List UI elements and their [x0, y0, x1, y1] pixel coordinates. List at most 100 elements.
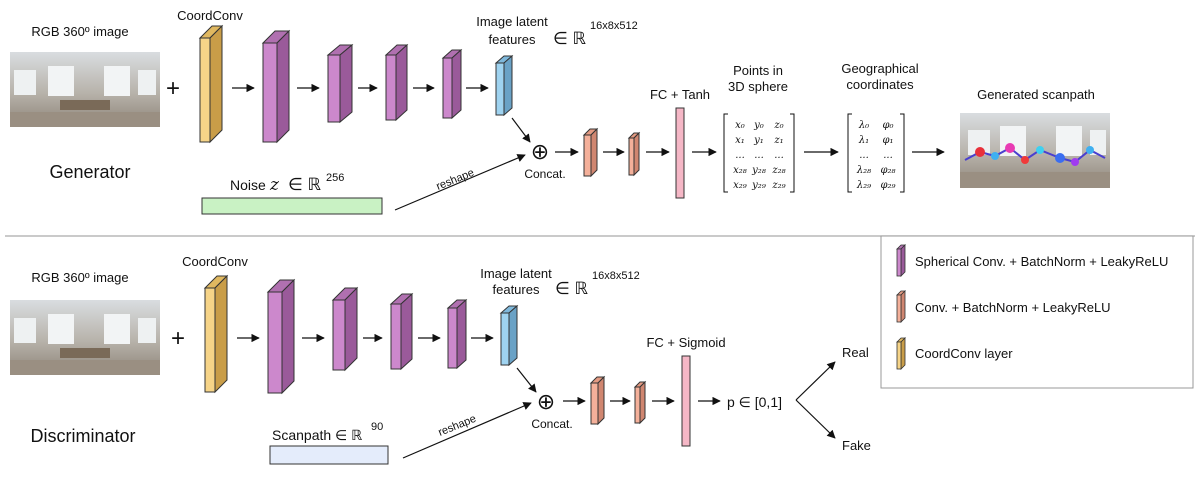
- geo-title-2: coordinates: [846, 77, 914, 92]
- generator-coordconv-label: CoordConv: [177, 8, 243, 23]
- generator-latent-dims: ∈ ℝ: [553, 29, 587, 48]
- gm-l28: λ₂₈: [856, 165, 871, 176]
- pm-x29: x₂₉: [733, 180, 747, 191]
- legend-swatch-coordconv: [896, 341, 902, 370]
- gm-l1: λ₁: [858, 135, 869, 146]
- discriminator-latent-label-2: features: [493, 282, 540, 297]
- discriminator-input-image: [10, 300, 160, 375]
- real-arrow: [795, 361, 836, 401]
- pm-z28: z₂₈: [771, 165, 785, 176]
- generator-latent-to-concat-arrow: [511, 117, 531, 143]
- discriminator-conv-block-2: [633, 380, 647, 425]
- noise-dims: ∈ ℝ: [288, 175, 322, 194]
- pm-z1: z₁: [773, 135, 783, 146]
- generator-spherical-block-1: [261, 29, 291, 144]
- generator-spherical-block-2: [326, 43, 354, 124]
- discriminator-plus: +: [171, 325, 185, 352]
- pm-x0: x₀: [735, 120, 745, 131]
- legend: Spherical Conv. + BatchNorm + LeakyReLU …: [880, 235, 1194, 389]
- points-title-2: 3D sphere: [728, 79, 788, 94]
- generator-oplus: ⊕: [531, 139, 549, 164]
- generator-latent-block: [494, 54, 514, 117]
- legend-item-spherical: Spherical Conv. + BatchNorm + LeakyReLU: [896, 244, 1168, 277]
- pm-y1: y₁: [753, 135, 764, 146]
- discriminator-spherical-block-4: [446, 298, 468, 370]
- gm-l29: λ₂₉: [856, 180, 871, 191]
- legend-item-coordconv: CoordConv layer: [896, 337, 1013, 370]
- geo-matrix: λ₀ φ₀ λ₁ φ₁ ... ... λ₂₈ φ₂₈ λ₂₉ φ₂₉: [847, 113, 905, 193]
- generated-scanpath-label: Generated scanpath: [977, 87, 1095, 102]
- discriminator-latent-dims: ∈ ℝ: [555, 279, 589, 298]
- discriminator-conv-block-1: [589, 375, 606, 426]
- legend-label-spherical: Spherical Conv. + BatchNorm + LeakyReLU: [915, 254, 1168, 269]
- noise-vector-bar: [201, 197, 383, 215]
- discriminator-spherical-block-1: [266, 278, 296, 395]
- discriminator-latent-sup: 16x8x512: [592, 270, 640, 282]
- gm-dp: ...: [883, 150, 893, 161]
- pm-z29: z₂₉: [771, 180, 785, 191]
- generator-section: RGB 360º image + CoordConv: [10, 8, 1110, 215]
- noise-var: z: [269, 175, 280, 195]
- generator-fc-label: FC + Tanh: [650, 87, 710, 102]
- discriminator-reshape-arrow: [402, 402, 532, 459]
- real-label: Real: [842, 345, 869, 360]
- generator-coordconv-block: [198, 24, 224, 144]
- discriminator-latent-label-1: Image latent: [480, 266, 552, 281]
- pm-y28: y₂₈: [751, 165, 766, 176]
- fake-label: Fake: [842, 438, 871, 453]
- discriminator-fc-layer: [681, 355, 691, 447]
- pm-y0: y₀: [753, 120, 764, 131]
- generator-plus: +: [166, 75, 180, 102]
- generator-concat-label: Concat.: [524, 167, 565, 181]
- scanpath-sup: 90: [371, 421, 383, 433]
- generator-reshape-label: reshape: [435, 167, 476, 193]
- generator-latent-label-2: features: [489, 32, 536, 47]
- geo-title-1: Geographical: [841, 61, 918, 76]
- legend-swatch-conv: [896, 294, 902, 323]
- discriminator-spherical-block-3: [389, 292, 414, 371]
- discriminator-fc-label: FC + Sigmoid: [646, 335, 725, 350]
- legend-swatch-spherical: [896, 248, 902, 277]
- generator-latent-sup: 16x8x512: [590, 20, 638, 32]
- discriminator-input-label: RGB 360º image: [31, 270, 128, 285]
- discriminator-coordconv-block: [203, 274, 229, 394]
- generator-input-label: RGB 360º image: [31, 24, 128, 39]
- pm-dz: ...: [774, 150, 784, 161]
- discriminator-oplus: ⊕: [537, 389, 555, 414]
- pm-dx: ...: [735, 150, 745, 161]
- fake-arrow: [795, 399, 836, 439]
- generator-spherical-block-3: [384, 43, 409, 122]
- discriminator-concat-label: Concat.: [531, 417, 572, 431]
- generator-spherical-block-4: [441, 48, 463, 120]
- gm-dl: ...: [859, 150, 869, 161]
- probability-label: p ∈ [0,1]: [727, 394, 782, 410]
- discriminator-latent-to-concat-arrow: [516, 367, 537, 393]
- pm-y29: y₂₉: [751, 180, 766, 191]
- points-title-1: Points in: [733, 63, 783, 78]
- gm-p0: φ₀: [882, 120, 893, 131]
- gm-p28: φ₂₈: [880, 165, 895, 176]
- gm-l0: λ₀: [858, 120, 869, 131]
- generator-conv-block-2: [627, 131, 641, 177]
- generator-latent-label-1: Image latent: [476, 14, 548, 29]
- points-matrix: x₀ y₀ z₀ x₁ y₁ z₁ ... ... ... x₂₈ y₂₈ z₂…: [723, 113, 795, 193]
- discriminator-title: Discriminator: [30, 426, 135, 446]
- pm-x1: x₁: [735, 135, 745, 146]
- scanpath-vector-bar: [269, 445, 389, 465]
- generated-scanpath-image: [960, 113, 1110, 188]
- generator-title: Generator: [49, 162, 130, 182]
- pm-dy: ...: [754, 150, 764, 161]
- legend-box: [880, 235, 1194, 389]
- discriminator-spherical-block-2: [331, 286, 359, 372]
- scanpath-label: Scanpath ∈ ℝ: [272, 427, 362, 443]
- noise-label: Noise: [230, 177, 266, 193]
- gm-p29: φ₂₉: [880, 180, 895, 191]
- noise-sup: 256: [326, 172, 344, 184]
- pm-z0: z₀: [773, 120, 783, 131]
- discriminator-latent-block: [499, 304, 519, 367]
- legend-label-conv: Conv. + BatchNorm + LeakyReLU: [915, 300, 1111, 315]
- generator-reshape-arrow: [394, 154, 526, 211]
- generator-input-image: [10, 52, 160, 127]
- legend-label-coordconv: CoordConv layer: [915, 346, 1013, 361]
